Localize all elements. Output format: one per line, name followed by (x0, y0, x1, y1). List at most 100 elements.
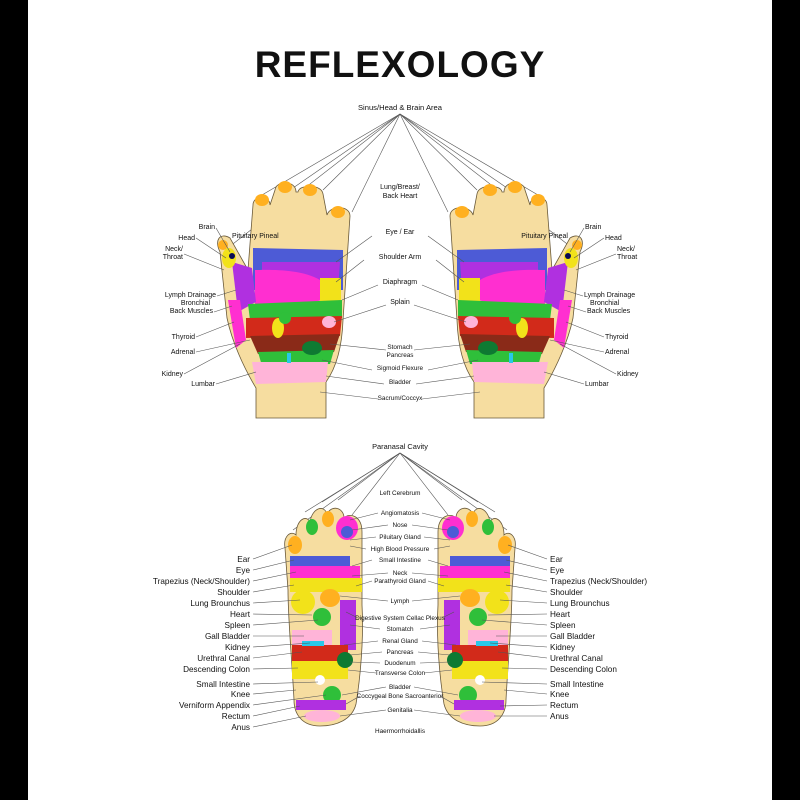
hand-r-neck: Neck/ (617, 246, 635, 253)
hand-l-adrenal: Adrenal (171, 349, 196, 356)
foot-l-anus: Anus (231, 723, 250, 732)
foot-label-bladder: Bladder (389, 684, 412, 691)
hands-center-leaders (319, 235, 481, 400)
foot-r-trapezius: Trapezius (Neck/Shoulder) (550, 577, 647, 586)
hand-label-sacrum: Sacrum/Coccyx (378, 395, 424, 402)
hand-l-thyroid: Thyroid (172, 334, 195, 341)
foot-label-renal-gland: Renal Gland (382, 638, 418, 645)
hand-l-neck: Neck/ (165, 246, 183, 253)
left-hand-side-labels: Brain Pituitary Pineal Head Neck/ Throat… (162, 224, 280, 388)
foot-r-descending-colon: Descending Colon (550, 665, 617, 674)
feet-center-leaders (339, 512, 461, 717)
right-foot-side-labels: Ear Eye Trapezius (Neck/Shoulder) Should… (550, 555, 647, 721)
hand-label-sigmoid: Sigmoid Flexure (377, 365, 424, 372)
hand-l-lymph: Lymph Drainage (165, 292, 216, 299)
foot-label-neck: Neck (393, 570, 408, 577)
foot-label-genitalia: Genitalia (387, 707, 413, 714)
foot-r-urethral: Urethral Canal (550, 654, 603, 663)
foot-r-lung: Lung Brounchus (550, 599, 610, 608)
foot-l-appendix: Verniform Appendix (179, 701, 250, 710)
foot-l-ear: Ear (237, 555, 250, 564)
foot-label-parathyroid: Parathyroid Gland (374, 578, 426, 585)
hand-r-lumbar: Lumbar (585, 381, 609, 388)
hand-label-splain: Splain (390, 299, 410, 306)
left-foot-side-labels: Ear Eye Trapezius (Neck/Shoulder) Should… (153, 555, 251, 732)
right-hand-side-leaders (543, 227, 617, 385)
foot-l-eye: Eye (236, 566, 251, 575)
foot-l-small-intestine: Small Intestine (196, 680, 250, 689)
foot-l-lung: Lung Brounchus (190, 599, 250, 608)
foot-label-pancreas: Pancreas (387, 649, 414, 656)
hand-r-back-muscles: Back Muscles (587, 308, 631, 315)
foot-r-anus: Anus (550, 712, 569, 721)
foot-r-knee: Knee (550, 690, 570, 699)
foot-r-spleen: Spleen (550, 621, 576, 630)
foot-label-left-cerebrum: Left Cerebrum (380, 490, 421, 497)
foot-l-heart: Heart (230, 610, 251, 619)
poster-background (28, 0, 772, 800)
hand-label-back-heart: Back Heart (383, 193, 418, 200)
hands-center-labels: Lung/Breast/ Back Heart Eye / Ear Should… (377, 184, 424, 402)
hand-r-kidney: Kidney (617, 371, 639, 378)
foot-l-spleen: Spleen (225, 621, 251, 630)
foot-r-gall-bladder: Gall Bladder (550, 632, 595, 641)
hand-l-brain: Brain (199, 224, 215, 231)
hand-label-shoulder-arm: Shoulder Arm (379, 254, 422, 261)
foot-label-angiomatosis: Angiomatosis (381, 510, 419, 517)
hand-l-lumbar: Lumbar (191, 381, 215, 388)
foot-l-shoulder: Shoulder (217, 588, 250, 597)
right-foot-side-leaders (481, 544, 548, 717)
foot-label-lymph: Lymph (391, 598, 410, 605)
hand-r-lymph: Lymph Drainage (584, 292, 635, 299)
hand-l-kidney: Kidney (162, 371, 184, 378)
foot-label-piluitary: Piluitary Gland (379, 534, 421, 541)
hand-r-bronchial: Bronchial (590, 300, 620, 307)
hand-label-lung: Lung/Breast/ (380, 184, 420, 191)
foot-label-high-bp: High Blood Pressure (371, 546, 430, 553)
hand-l-head: Head (178, 235, 195, 242)
hand-l-bronchial: Bronchial (181, 300, 211, 307)
foot-label-digestive: Digestive System Cellac Plexus (355, 615, 445, 622)
foot-r-eye: Eye (550, 566, 565, 575)
left-foot-side-leaders (252, 544, 327, 728)
feet-top-label: Paranasal Cavity (372, 442, 428, 451)
hand-l-back-muscles: Back Muscles (170, 308, 214, 315)
foot-r-small-intestine: Small Intestine (550, 680, 604, 689)
foot-l-rectum: Rectum (222, 712, 250, 721)
poster-title: REFLEXOLOGY (255, 44, 546, 85)
foot-label-transverse-colon: Transverse Colon (375, 670, 426, 677)
hand-r-head: Head (605, 235, 622, 242)
foot-r-shoulder: Shoulder (550, 588, 583, 597)
hand-r-thyroid: Thyroid (605, 334, 628, 341)
foot-r-ear: Ear (550, 555, 563, 564)
foot-label-haermorrhoidallis: Haermorrhoidallis (375, 728, 425, 735)
foot-l-knee: Knee (231, 690, 251, 699)
right-foot (437, 507, 516, 727)
foot-label-coccygeal: Coccygeal Bone Sacroanterior (357, 693, 445, 700)
hand-r-adrenal: Adrenal (605, 349, 630, 356)
foot-l-kidney: Kidney (225, 643, 251, 652)
hands-top-label: Sinus/Head & Brain Area (358, 103, 443, 112)
foot-label-nose: Nose (393, 522, 408, 529)
foot-l-gall-bladder: Gall Bladder (205, 632, 250, 641)
hand-l-throat: Throat (163, 254, 183, 261)
foot-l-trapezius: Trapezius (Neck/Shoulder) (153, 577, 250, 586)
foot-l-descending-colon: Descending Colon (183, 665, 250, 674)
hand-r-pituitary: Pituitary Pineal (521, 233, 568, 240)
hand-label-eye-ear: Eye / Ear (386, 229, 415, 236)
hand-r-throat: Throat (617, 254, 637, 261)
hand-l-pituitary: Pituitary Pineal (232, 233, 279, 240)
foot-label-stomatch: Stomatch (387, 626, 414, 633)
hand-label-diaphragm: Diaphragm (383, 279, 417, 286)
feet-center-labels: Left Cerebrum Angiomatosis Nose Piluitar… (355, 490, 445, 735)
right-hand (449, 181, 583, 419)
foot-l-urethral: Urethral Canal (197, 654, 250, 663)
foot-r-kidney: Kidney (550, 643, 576, 652)
hand-r-brain: Brain (585, 224, 601, 231)
right-hand-side-labels: Brain Pituitary Pineal Head Neck/ Throat… (521, 224, 639, 388)
hand-label-bladder: Bladder (389, 379, 412, 386)
left-hand (217, 181, 351, 419)
foot-label-duodenum: Duodenum (384, 660, 415, 667)
foot-label-small-intestine: Small Intestine (379, 557, 421, 564)
